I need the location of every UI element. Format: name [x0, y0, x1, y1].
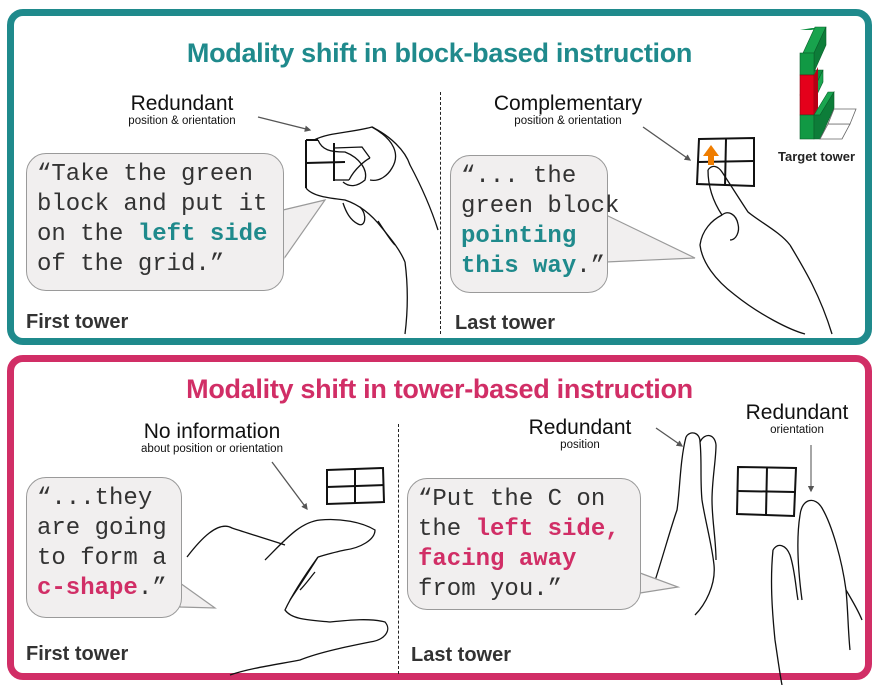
annotation-redundant-orientation: Redundant orientation	[737, 402, 857, 437]
speech-bubble: “Take the green block and put it on the …	[26, 153, 284, 291]
quote-text: “Take the green block and put it on the	[37, 161, 268, 248]
last-tower-label: Last tower	[411, 644, 512, 666]
annotation-title: Complementary	[493, 92, 643, 115]
first-tower-label: First tower	[26, 643, 129, 665]
annotation-redundant: Redundant position & orientation	[112, 93, 252, 128]
quote-highlight: c-shape	[37, 575, 138, 602]
section-divider	[440, 92, 441, 334]
annotation-title: No information	[143, 420, 281, 443]
annotation-redundant-position: Redundant position	[520, 417, 640, 452]
annotation-subtitle: position & orientation	[128, 115, 236, 127]
speech-bubble: “... the green block pointing this way.”	[450, 155, 619, 293]
quote-text: “... the green block	[461, 163, 620, 220]
quote-highlight: left side, facing away	[418, 516, 620, 573]
quote-text: “...they are going to form a	[37, 485, 167, 572]
quote-text: “Put the C on the	[418, 486, 606, 543]
first-tower-label: First tower	[26, 311, 129, 333]
quote-text: .”	[576, 253, 606, 280]
panel-title: Modality shift in block-based instructio…	[186, 38, 693, 68]
annotation-no-information: No information about position or orienta…	[122, 421, 302, 456]
annotation-title: Redundant	[745, 401, 849, 424]
quote-text: of the grid.”	[37, 251, 225, 278]
quote-highlight: left side	[137, 221, 268, 248]
annotation-subtitle: position	[560, 439, 600, 451]
target-tower-caption: Target tower	[778, 149, 856, 164]
annotation-title: Redundant	[130, 92, 234, 115]
quote-highlight: pointing this way	[461, 223, 577, 280]
last-tower-label: Last tower	[455, 312, 556, 334]
speech-bubble: “Put the C on the left side, facing away…	[407, 478, 641, 610]
speech-bubble: “...they are going to form a c-shape.”	[26, 477, 182, 618]
section-divider	[398, 424, 399, 674]
quote-text: .”	[137, 575, 167, 602]
annotation-subtitle: position & orientation	[514, 115, 622, 127]
annotation-complementary: Complementary position & orientation	[478, 93, 658, 128]
annotation-subtitle: orientation	[770, 424, 824, 436]
panel-title: Modality shift in tower-based instructio…	[186, 374, 693, 404]
annotation-subtitle: about position or orientation	[141, 443, 283, 455]
annotation-title: Redundant	[528, 416, 632, 439]
quote-text: from you.”	[418, 576, 563, 603]
